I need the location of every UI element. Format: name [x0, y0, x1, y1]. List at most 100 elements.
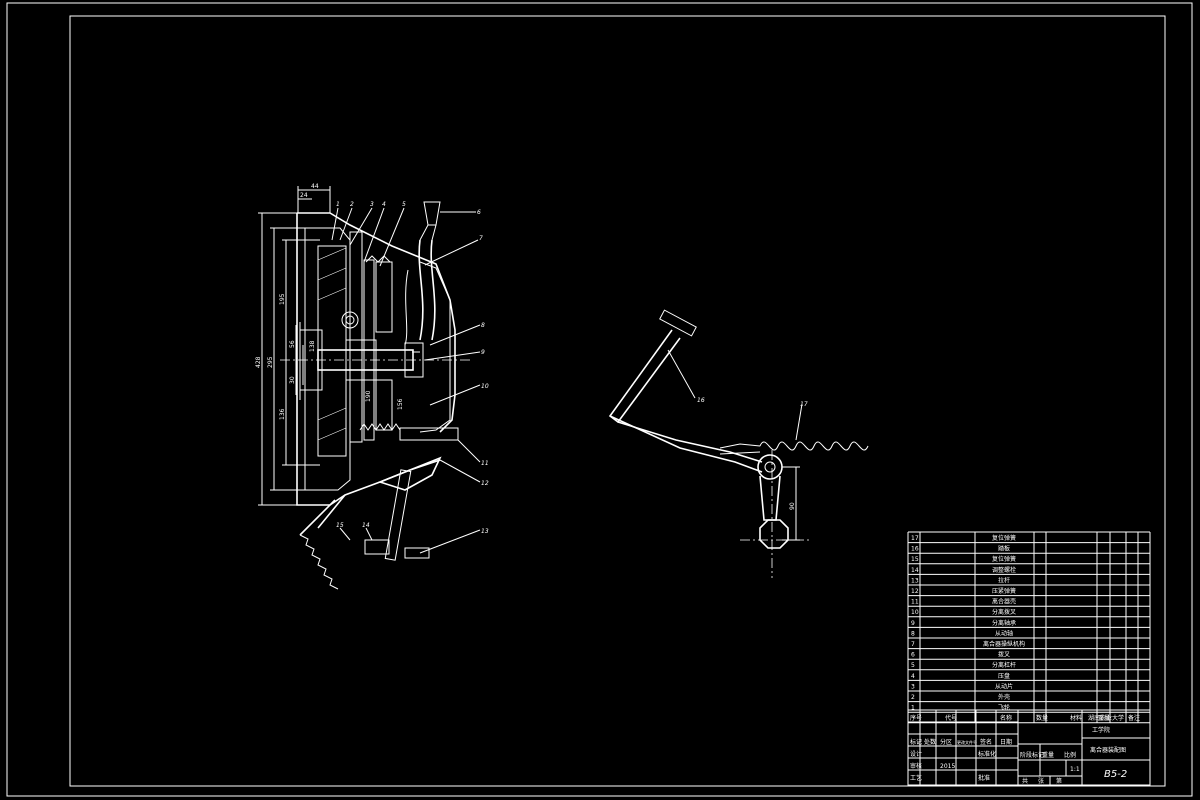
parts-row-name: 从动轴	[995, 629, 1013, 637]
callout-17: 17	[800, 401, 808, 408]
callout-9: 9	[481, 349, 485, 356]
tb-scale: 1:1	[1070, 766, 1080, 773]
tb-designer-date: 2015	[940, 763, 955, 770]
dim-56: 56	[289, 340, 296, 348]
parts-header-cell: 材料	[1070, 714, 1082, 722]
parts-row-name: 从动片	[995, 682, 1013, 690]
callout-11: 11	[481, 460, 489, 467]
tb-approve: 批准	[978, 774, 990, 782]
callout-3: 3	[370, 201, 374, 208]
parts-row-name: 分离拨叉	[992, 608, 1016, 616]
tb-drawing-number: B5-2	[1104, 769, 1127, 780]
parts-row-name: 飞轮	[998, 704, 1010, 712]
parts-row-no: 3	[911, 683, 915, 690]
tb-weight: 重量	[1042, 751, 1054, 759]
callout-16: 16	[697, 397, 705, 404]
parts-row-no: 4	[911, 673, 915, 680]
parts-row-no: 10	[911, 609, 919, 616]
callout-14: 14	[362, 522, 370, 529]
title-block	[907, 709, 1151, 786]
clutch-assembly-section	[258, 186, 481, 590]
parts-row-name: 复位弹簧	[992, 555, 1016, 563]
dim-136: 136	[279, 408, 286, 420]
callout-2: 2	[350, 201, 354, 208]
dim-30: 30	[289, 376, 296, 384]
parts-header-cell: 名称	[1000, 714, 1012, 722]
tb-college: 工学院	[1092, 726, 1110, 734]
parts-header-cell: 代号	[945, 714, 957, 722]
parts-row-no: 9	[911, 620, 915, 627]
callout-13: 13	[481, 528, 489, 535]
callout-5: 5	[402, 201, 406, 208]
parts-row-no: 16	[911, 546, 919, 553]
inner-frame	[69, 15, 1166, 787]
outer-frame	[6, 2, 1193, 797]
dim-90: 90	[789, 502, 796, 510]
tb-school: 湖南农业大学	[1088, 714, 1124, 722]
parts-row-no: 7	[911, 641, 915, 648]
tb-change-doc: 更改文件号	[957, 739, 977, 745]
parts-row-name: 离合器壳	[992, 598, 1016, 606]
dim-44: 44	[311, 183, 319, 190]
tb-mark: 标记	[910, 738, 922, 746]
dim-295: 295	[267, 356, 274, 368]
parts-row-name: 复位弹簧	[992, 534, 1016, 542]
parts-row-name: 压盘	[998, 672, 1010, 680]
tb-count: 处数	[924, 738, 936, 746]
parts-row-no: 17	[911, 535, 919, 542]
callout-7: 7	[479, 235, 483, 242]
tb-process: 工艺	[910, 774, 922, 782]
parts-row-no: 12	[911, 588, 919, 595]
tb-standard: 标准化	[978, 750, 996, 758]
parts-row-no: 11	[911, 599, 919, 606]
parts-row-name: 分离杠杆	[992, 661, 1016, 669]
parts-row-no: 5	[911, 662, 915, 669]
parts-row-name: 拨叉	[998, 651, 1010, 659]
callout-8: 8	[481, 322, 485, 329]
parts-row-name: 外壳	[998, 693, 1010, 701]
callout-4: 4	[382, 201, 386, 208]
tb-stage: 阶段标记	[1020, 751, 1044, 759]
parts-row-name: 分离轴承	[992, 619, 1016, 627]
dim-156: 156	[397, 398, 404, 410]
pedal-view	[608, 309, 869, 578]
parts-row-name: 压紧弹簧	[992, 587, 1016, 595]
tb-sheet: 张	[1038, 777, 1044, 785]
parts-row-no: 14	[911, 567, 919, 574]
callout-12: 12	[481, 480, 489, 487]
parts-row-no: 2	[911, 694, 915, 701]
dim-24: 24	[300, 192, 308, 199]
tb-sign: 签名	[980, 738, 992, 746]
callout-15: 15	[336, 522, 344, 529]
parts-row-name: 离合器操纵机构	[983, 640, 1025, 648]
parts-row-name: 踏板	[998, 545, 1010, 553]
parts-row-no: 6	[911, 652, 915, 659]
parts-row-no: 8	[911, 630, 915, 637]
parts-row-no: 13	[911, 577, 919, 584]
tb-design: 设计	[910, 750, 922, 758]
parts-row-name: 拉杆	[998, 576, 1010, 584]
callout-1: 1	[336, 201, 340, 208]
dim-190: 190	[365, 390, 372, 402]
callout-6: 6	[477, 209, 481, 216]
parts-list-grid	[907, 531, 1151, 724]
tb-check: 审核	[910, 762, 922, 770]
parts-row-no: 15	[911, 556, 919, 563]
tb-drawing-title: 离合器装配图	[1090, 746, 1126, 754]
callout-10: 10	[481, 383, 489, 390]
tb-zone: 分区	[940, 738, 952, 746]
parts-header-cell: 序号	[910, 714, 922, 722]
dim-138: 138	[309, 340, 316, 352]
parts-row-name: 调整螺栓	[992, 566, 1016, 574]
parts-row-no: 1	[911, 705, 915, 712]
dim-195: 195	[279, 293, 286, 305]
tb-page: 第	[1056, 777, 1062, 785]
parts-header-cell: 数量	[1036, 714, 1048, 722]
parts-header-cell: 备注	[1128, 714, 1140, 722]
parts-header-cell: 重量	[1098, 714, 1110, 722]
tb-date: 日期	[1000, 738, 1012, 746]
tb-total: 共	[1022, 777, 1028, 785]
tb-ratio: 比例	[1064, 751, 1076, 759]
